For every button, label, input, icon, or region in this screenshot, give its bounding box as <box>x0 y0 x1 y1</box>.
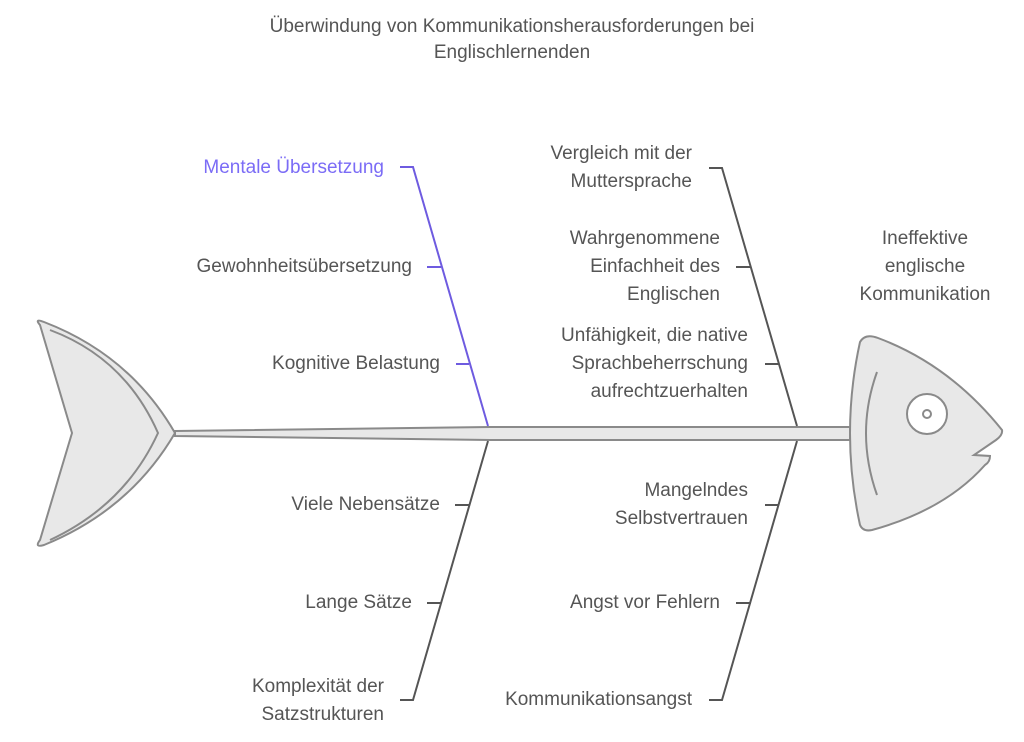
cause-viele-nebensaetze: Viele Nebensätze <box>291 494 440 515</box>
bone-lower-right <box>709 440 798 701</box>
fish-head <box>849 335 1004 532</box>
cause-angst-vor-fehlern: Angst vor Fehlern <box>570 592 720 613</box>
cause-lange-saetze: Lange Sätze <box>305 592 412 613</box>
cause-mangelndes-selbstvertrauen: Mangelndes Selbstvertrauen <box>614 480 748 529</box>
bone-upper-right <box>709 167 798 427</box>
cause-vergleich-muttersprache: Vergleich mit der Muttersprache <box>550 143 692 192</box>
cause-wahrgenommene-einfachheit: Wahrgenommene Einfachheit des Englischen <box>569 228 720 305</box>
cause-gewohnheitsuebersetzung: Gewohnheitsübersetzung <box>196 256 412 277</box>
bone-lower-left <box>400 440 489 701</box>
bone-upper-left <box>400 166 489 427</box>
cause-unfaehigkeit-sprachbeherrschung: Unfähigkeit, die native Sprachbeherrschu… <box>561 325 748 402</box>
effect-label: Ineffektive englische Kommunikation <box>859 228 991 305</box>
cause-mentale-uebersetzung: Mentale Übersetzung <box>203 157 384 178</box>
cause-kommunikationsangst: Kommunikationsangst <box>505 689 692 710</box>
cause-kognitive-belastung: Kognitive Belastung <box>272 353 440 374</box>
diagram-title: Überwindung von Kommunikationsherausford… <box>269 16 755 63</box>
cause-komplexitaet-satzstrukturen: Komplexität der Satzstrukturen <box>251 676 384 725</box>
fish-tail <box>36 319 177 547</box>
fish-spine <box>174 426 851 441</box>
